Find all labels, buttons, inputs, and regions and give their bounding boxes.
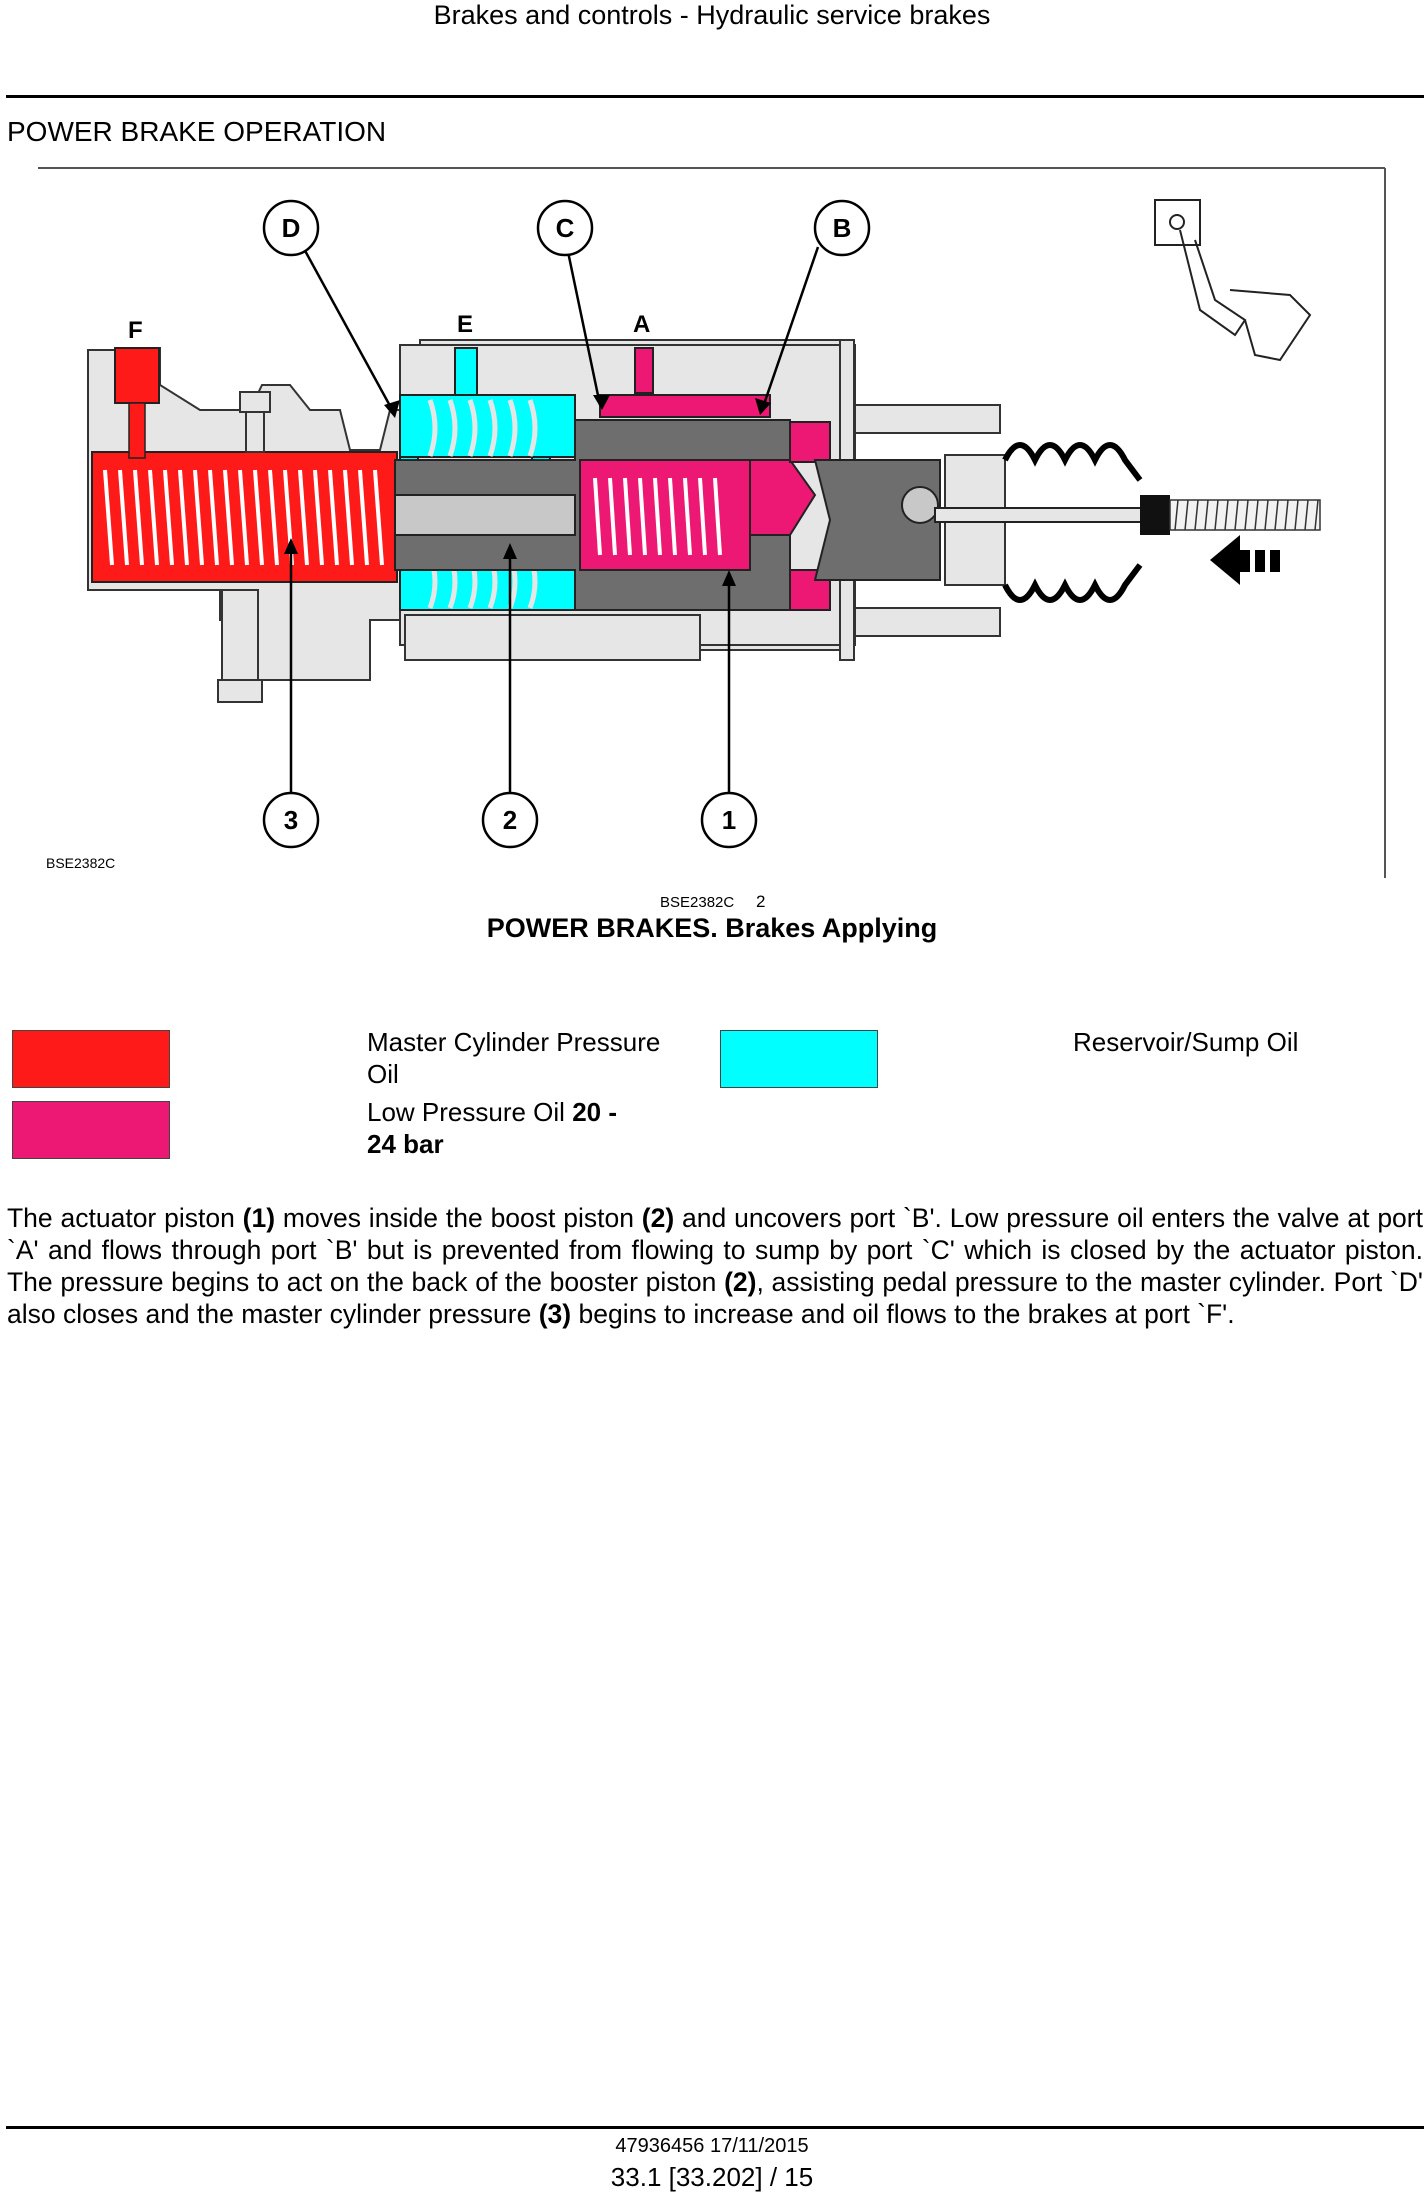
legend-master-label: Master Cylinder Pressure Oil [367, 1027, 661, 1089]
bleed-screw [239, 391, 271, 413]
push-rod [394, 494, 576, 536]
callout-c [536, 199, 594, 257]
figure-code-inner: BSE2382C [46, 855, 115, 871]
legend-swatch-master [12, 1030, 170, 1088]
callout-1 [700, 791, 758, 849]
footer-rule [6, 2126, 1424, 2129]
rod-nut [1140, 495, 1170, 535]
power-brake-diagram: D C B 3 2 1 F E A BSE2382C [38, 167, 1386, 878]
legend-reservoir-label: Reservoir/Sump Oil [1073, 1027, 1299, 1057]
actuator-spring [593, 477, 722, 556]
callout-2 [481, 791, 539, 849]
port-a-label: A [633, 311, 650, 338]
master-spring [103, 469, 384, 566]
section-title: POWER BRAKE OPERATION [7, 116, 387, 147]
footer-doc-id: 47936456 17/11/2015 [615, 2135, 809, 2157]
figure-caption: POWER BRAKES. Brakes Applying [486, 913, 938, 943]
header-rule [6, 95, 1424, 98]
brake-pedal-icon [1154, 199, 1312, 362]
reservoir-springs [427, 399, 538, 609]
callout-b-label: B [833, 213, 852, 243]
leader-lines [289, 246, 820, 818]
footer-page-ref: 33.1 [33.202] / 15 [610, 2162, 814, 2192]
callout-3 [262, 791, 320, 849]
figure-number: 2 [756, 892, 766, 911]
page-header-title: Brakes and controls - Hydraulic service … [433, 0, 991, 30]
force-arrow-icon [1210, 535, 1280, 585]
callout-b [813, 199, 871, 257]
legend-swatch-reservoir [720, 1030, 878, 1088]
threaded-rod [1169, 499, 1321, 531]
port-f-label: F [128, 317, 143, 344]
bottom-fitting [221, 589, 259, 681]
legend-low-label: Low Pressure Oil 20 - 24 bar [367, 1097, 617, 1159]
callout-3-label: 3 [284, 805, 298, 835]
boot-bellows-top [1002, 442, 1143, 482]
pedal-rod [934, 507, 1151, 523]
body-paragraph: The actuator piston (1) moves inside the… [7, 1203, 1423, 1329]
boot-bellows-bottom [1002, 563, 1143, 603]
callout-d [262, 199, 320, 257]
callout-2-label: 2 [503, 805, 517, 835]
port-f-fitting [114, 347, 160, 404]
legend-swatch-low [12, 1101, 170, 1159]
callout-1-label: 1 [722, 805, 736, 835]
leader-arrowheads [284, 395, 771, 586]
callout-d-label: D [282, 213, 301, 243]
callout-c-label: C [556, 213, 575, 243]
figure-code-ref: BSE2382C [660, 894, 735, 911]
port-e-label: E [457, 311, 473, 338]
